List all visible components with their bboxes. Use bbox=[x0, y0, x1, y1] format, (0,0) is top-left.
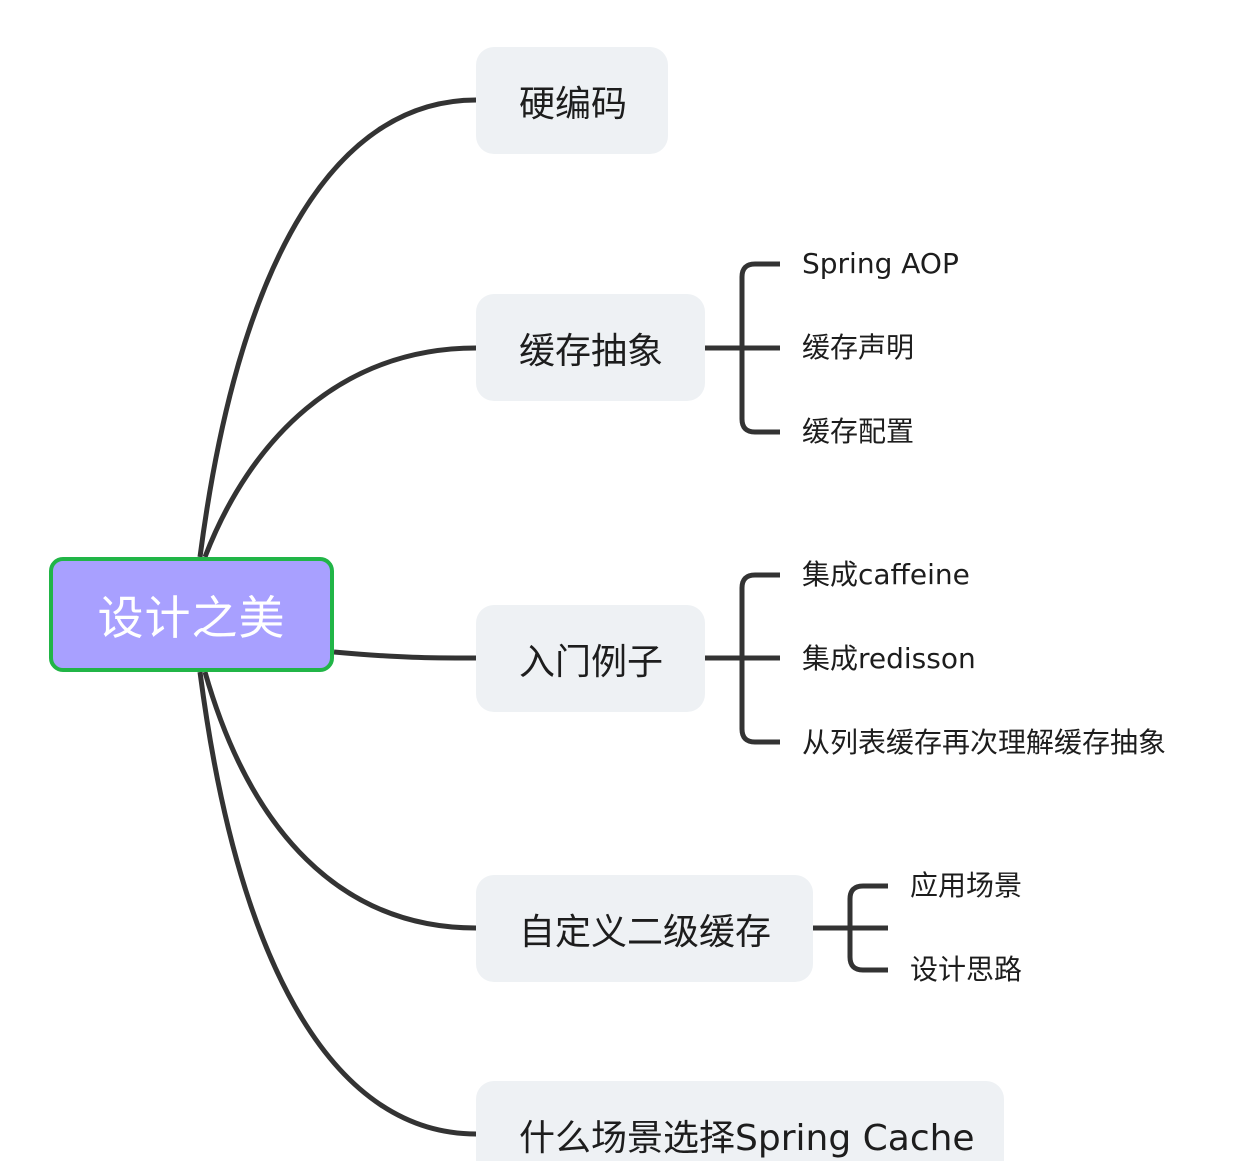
branch-when-to-choose-spring-cache[interactable]: 什么场景选择Spring Cache bbox=[476, 1081, 1004, 1161]
leaf-design-approach[interactable]: 设计思路 bbox=[910, 953, 1023, 986]
connector-root-branch-2 bbox=[202, 345, 477, 558]
leaf-integrate-redisson[interactable]: 集成redisson bbox=[802, 642, 976, 675]
leaf-application-scenarios[interactable]: 应用场景 bbox=[910, 869, 1023, 902]
bracket-branch-2 bbox=[705, 261, 780, 435]
branch-hardcoding[interactable]: 硬编码 bbox=[476, 47, 668, 154]
root-node[interactable]: 设计之美 bbox=[49, 557, 334, 672]
connector-root-branch-5 bbox=[197, 671, 477, 1137]
connector-root-branch-1 bbox=[197, 97, 477, 558]
branch-custom-two-level-cache[interactable]: 自定义二级缓存 bbox=[476, 875, 813, 982]
branch-cache-abstraction[interactable]: 缓存抽象 bbox=[476, 294, 705, 401]
leaf-cache-configuration[interactable]: 缓存配置 bbox=[802, 415, 915, 448]
leaf-spring-aop[interactable]: Spring AOP bbox=[802, 247, 959, 280]
branch-getting-started[interactable]: 入门例子 bbox=[476, 605, 705, 712]
leaf-cache-declaration[interactable]: 缓存声明 bbox=[802, 331, 915, 364]
leaf-list-cache-abstraction[interactable]: 从列表缓存再次理解缓存抽象 bbox=[802, 726, 1167, 759]
bracket-branch-4 bbox=[813, 883, 888, 973]
connector-root-branch-4 bbox=[202, 671, 477, 931]
connector-root-branch-3 bbox=[333, 649, 477, 661]
leaf-integrate-caffeine[interactable]: 集成caffeine bbox=[802, 558, 970, 591]
bracket-branch-3 bbox=[705, 572, 780, 745]
